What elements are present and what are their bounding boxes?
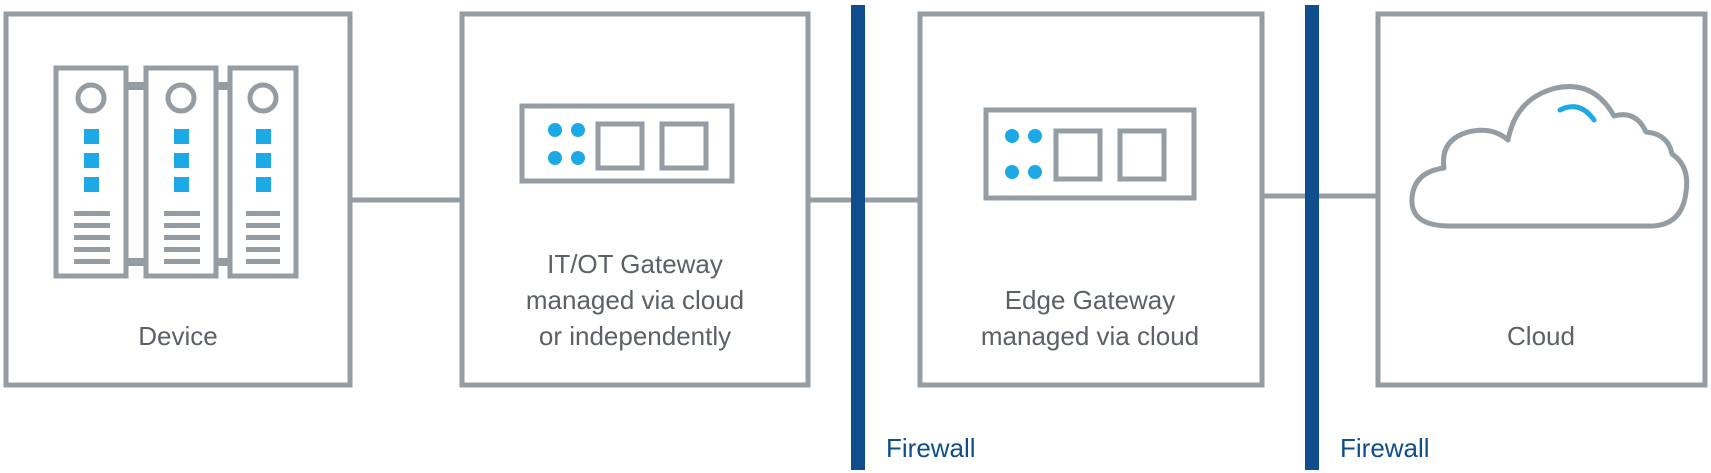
cloud-node: Cloud [1375,11,1708,388]
device-label: Device [138,321,217,351]
gateway-device-icon [519,103,735,184]
edge-gateway-label-line-1: Edge Gateway [1005,285,1176,315]
firewall-2: Firewall [1305,5,1430,470]
device-node: Device [3,11,353,388]
server-rack-icon [53,65,299,279]
it-ot-gateway-node: IT/OT Gateway managed via cloud or indep… [459,11,811,388]
cloud-label: Cloud [1507,321,1575,351]
firewall-1: Firewall [851,5,976,470]
edge-gateway-node: Edge Gateway managed via cloud [917,11,1265,388]
edge-gateway-label-line-2: managed via cloud [981,321,1199,351]
it-ot-gateway-label-line-3: or independently [539,321,731,351]
it-ot-gateway-box [459,11,811,388]
firewall-2-label: Firewall [1340,433,1430,463]
it-ot-gateway-label-line-1: IT/OT Gateway [547,249,723,279]
it-ot-gateway-label-line-2: managed via cloud [526,285,744,315]
firewall-1-label: Firewall [886,433,976,463]
edge-gateway-device-icon [983,107,1197,201]
cloud-icon [1409,84,1690,229]
